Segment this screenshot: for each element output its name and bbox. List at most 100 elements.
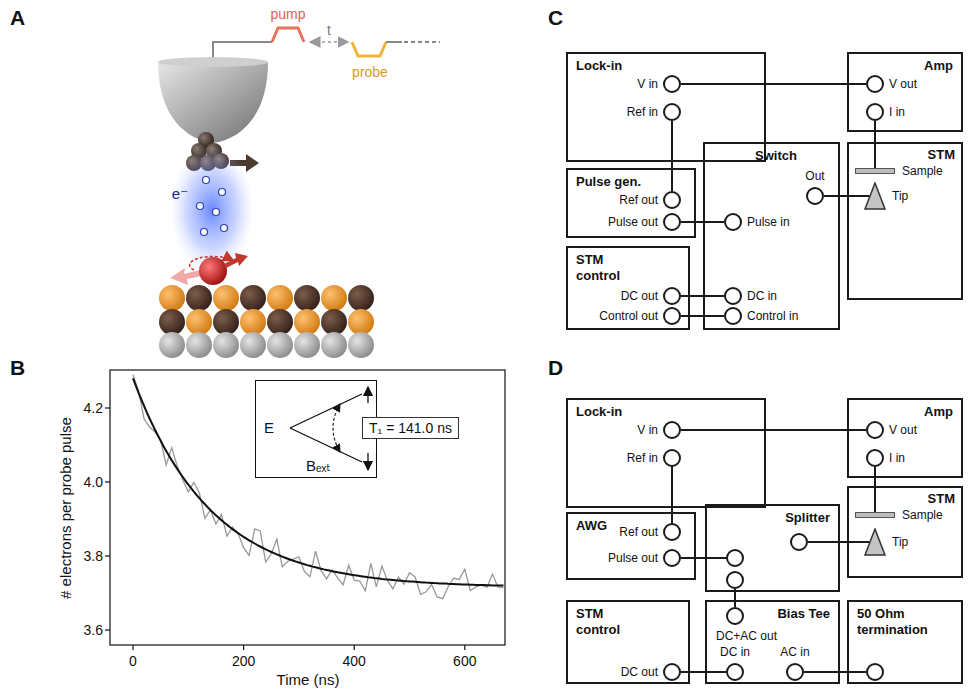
port-label: I in bbox=[889, 451, 905, 465]
panel-letter: A bbox=[10, 6, 25, 30]
box-title: Lock-in bbox=[576, 58, 622, 74]
tick-label: 600 bbox=[453, 653, 476, 669]
port: V in bbox=[663, 75, 681, 93]
value-label: T₁ = 141.0 ns bbox=[369, 420, 452, 436]
box-title: Lock-in bbox=[576, 404, 622, 420]
port: V out bbox=[866, 421, 884, 439]
port: Control out bbox=[663, 307, 681, 325]
tick-label: 3.6 bbox=[84, 622, 103, 638]
tick-label: 3.8 bbox=[84, 548, 103, 564]
port-label: Control out bbox=[599, 309, 658, 323]
spin-arrow bbox=[170, 268, 202, 285]
axis-title: Time (ns) bbox=[277, 671, 340, 688]
port-circle bbox=[866, 75, 884, 93]
electron-label: e⁻ bbox=[172, 185, 188, 202]
fit-curve bbox=[133, 378, 504, 585]
port: DC out bbox=[663, 663, 681, 681]
tunnel-current bbox=[170, 146, 254, 274]
inset-box: E Bₑₓₜ bbox=[255, 380, 377, 478]
port-circle bbox=[786, 663, 804, 681]
port: Out bbox=[806, 187, 824, 205]
instrument-box: STM controlDC outControl out bbox=[566, 246, 690, 330]
port: Pulse in bbox=[724, 213, 742, 231]
port-circle bbox=[726, 571, 744, 589]
port-circle bbox=[663, 213, 681, 231]
port-circle bbox=[866, 663, 884, 681]
port-circle bbox=[663, 663, 681, 681]
instrument-box: SwitchPulse inOutDC inControl in bbox=[703, 142, 840, 330]
box-title: Amp bbox=[924, 58, 953, 74]
stm-tip bbox=[158, 62, 268, 143]
data-line bbox=[133, 375, 504, 599]
instrument-box: Pulse gen.Ref outPulse out bbox=[566, 168, 696, 238]
wire bbox=[681, 671, 726, 673]
port-circle bbox=[866, 103, 884, 121]
port: V in bbox=[663, 421, 681, 439]
port-circle bbox=[663, 75, 681, 93]
port-circle bbox=[806, 187, 824, 205]
inset-label: E bbox=[264, 419, 274, 436]
port-circle bbox=[726, 607, 744, 625]
inset-label: Bₑₓₜ bbox=[306, 457, 331, 475]
port: Ref in bbox=[663, 449, 681, 467]
pump-pulse bbox=[272, 28, 304, 42]
port-label: Ref in bbox=[627, 105, 658, 119]
wire bbox=[681, 429, 866, 431]
port: Control in bbox=[724, 307, 742, 325]
panel-letter: D bbox=[548, 356, 563, 380]
instrument-box: STMSampleTip bbox=[847, 142, 963, 300]
port-label: Ref out bbox=[619, 193, 658, 207]
tip-label: Tip bbox=[892, 189, 908, 203]
port-circle bbox=[663, 421, 681, 439]
port-label: DC out bbox=[621, 665, 658, 679]
port-label: V in bbox=[637, 423, 658, 437]
port-label: AC in bbox=[780, 645, 809, 659]
box-title: 50 Ohm termination bbox=[857, 606, 957, 638]
surface-atoms bbox=[159, 285, 374, 358]
tick-label: 4.0 bbox=[84, 474, 103, 490]
value-box: T₁ = 141.0 ns bbox=[362, 417, 459, 439]
tip-label: Tip bbox=[892, 535, 908, 549]
port: DC in bbox=[724, 287, 742, 305]
instrument-box: STMSampleTip bbox=[847, 486, 963, 578]
box-title: STM control bbox=[576, 606, 636, 638]
stm-tip bbox=[158, 57, 268, 67]
wire bbox=[681, 557, 726, 559]
sample-label: Sample bbox=[902, 164, 943, 178]
box-title: STM bbox=[928, 147, 955, 163]
port-label: DC+AC out bbox=[716, 629, 777, 643]
instrument-box: AWGRef outPulse out bbox=[566, 512, 696, 580]
tip-symbol: Tip bbox=[864, 182, 886, 210]
port: I in bbox=[866, 103, 884, 121]
port-circle bbox=[724, 287, 742, 305]
pulse-label: probe bbox=[352, 64, 388, 80]
spin-arrow bbox=[224, 253, 248, 268]
box-title: AWG bbox=[576, 518, 607, 534]
port-label: Pulse out bbox=[608, 215, 658, 229]
port-circle bbox=[663, 523, 681, 541]
instrument-box: AmpV outI in bbox=[847, 398, 963, 478]
instrument-box: 50 Ohm termination bbox=[847, 600, 963, 684]
port-label: V out bbox=[889, 423, 917, 437]
probe-pulse bbox=[352, 42, 386, 56]
tick-label: 200 bbox=[232, 653, 255, 669]
port-circle bbox=[866, 421, 884, 439]
port-circle bbox=[790, 533, 808, 551]
delay-arrow bbox=[310, 41, 348, 43]
pulse-line bbox=[404, 41, 440, 43]
tip-triangle bbox=[864, 182, 886, 210]
port: I in bbox=[866, 449, 884, 467]
delay-label: t bbox=[327, 22, 331, 38]
pulse-label: pump bbox=[270, 6, 305, 22]
plot-frame bbox=[110, 370, 505, 645]
instrument-box: AmpV outI in bbox=[847, 52, 963, 132]
tick-mark bbox=[105, 408, 465, 650]
panel-letter: B bbox=[10, 356, 25, 380]
port-label: V in bbox=[637, 77, 658, 91]
instrument-box: Splitter bbox=[705, 504, 840, 592]
port-circle bbox=[724, 307, 742, 325]
electron bbox=[197, 177, 228, 236]
box-title: STM bbox=[928, 491, 955, 507]
